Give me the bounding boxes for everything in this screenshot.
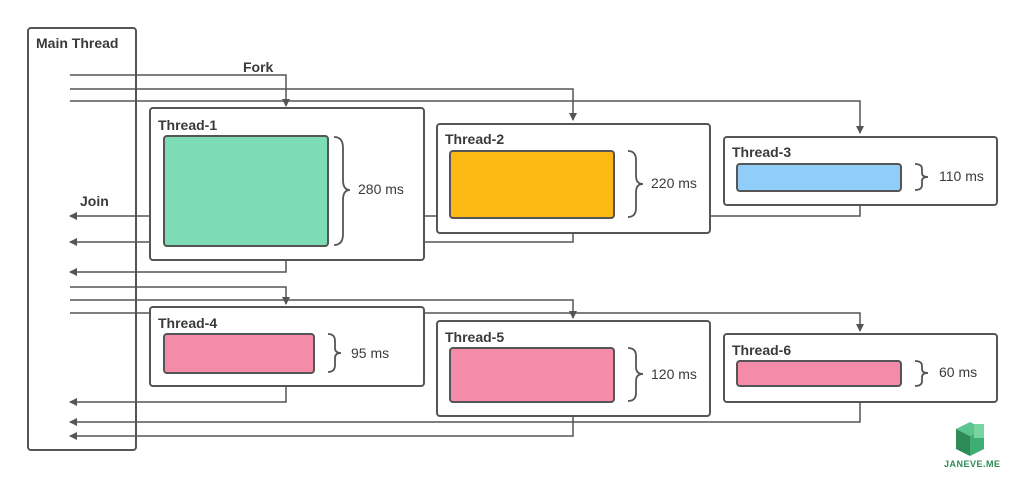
join-arrow-thread-4 bbox=[69, 386, 287, 406]
fork-arrow-thread-5 bbox=[70, 299, 577, 319]
fork-arrow-thread-4 bbox=[70, 286, 290, 305]
thread-4-label: Thread-4 bbox=[158, 315, 217, 331]
thread-1-box: Thread-1 280 ms bbox=[149, 107, 425, 261]
thread-1-brace bbox=[333, 136, 351, 246]
thread-2-brace bbox=[627, 150, 644, 218]
join-arrow-thread-6 bbox=[69, 403, 861, 426]
thread-5-duration: 120 ms bbox=[651, 366, 697, 382]
thread-3-label: Thread-3 bbox=[732, 144, 791, 160]
main-thread-label: Main Thread bbox=[36, 35, 118, 51]
thread-6-duration: 60 ms bbox=[939, 364, 977, 380]
thread-1-label: Thread-1 bbox=[158, 117, 217, 133]
thread-5-work-bar bbox=[449, 347, 615, 403]
thread-6-work-bar bbox=[736, 360, 902, 387]
logo-text: JANEVE.ME bbox=[944, 459, 1001, 469]
join-arrow-thread-5 bbox=[69, 416, 574, 440]
fork-arrow-thread-3 bbox=[70, 100, 864, 134]
cube-logo-icon bbox=[956, 422, 984, 456]
join-label: Join bbox=[80, 193, 109, 209]
thread-1-work-bar bbox=[163, 135, 329, 247]
thread-3-brace bbox=[914, 163, 929, 191]
thread-6-brace bbox=[914, 360, 929, 387]
join-arrow-thread-1 bbox=[69, 260, 287, 276]
join-connectors-bottom bbox=[69, 386, 861, 440]
thread-2-duration: 220 ms bbox=[651, 175, 697, 191]
fork-label: Fork bbox=[243, 59, 274, 75]
thread-1-duration: 280 ms bbox=[358, 181, 404, 197]
thread-4-work-bar bbox=[163, 333, 315, 374]
fork-arrow-thread-1 bbox=[70, 74, 290, 107]
thread-6-box: Thread-6 60 ms bbox=[723, 333, 998, 403]
thread-3-work-bar bbox=[736, 163, 902, 192]
thread-5-label: Thread-5 bbox=[445, 329, 504, 345]
thread-4-duration: 95 ms bbox=[351, 345, 389, 361]
janeve-logo: JANEVE.ME bbox=[944, 422, 1001, 469]
thread-4-brace bbox=[327, 333, 342, 373]
thread-3-duration: 110 ms bbox=[939, 168, 984, 184]
fork-connectors-top bbox=[70, 74, 864, 134]
thread-5-brace bbox=[627, 347, 644, 402]
thread-6-label: Thread-6 bbox=[732, 342, 791, 358]
thread-4-box: Thread-4 95 ms bbox=[149, 306, 425, 387]
thread-5-box: Thread-5 120 ms bbox=[436, 320, 711, 417]
fork-arrow-thread-2 bbox=[70, 88, 577, 121]
main-thread-box bbox=[27, 27, 137, 451]
thread-2-label: Thread-2 bbox=[445, 131, 504, 147]
thread-2-work-bar bbox=[449, 150, 615, 219]
thread-2-box: Thread-2 220 ms bbox=[436, 123, 711, 234]
thread-3-box: Thread-3 110 ms bbox=[723, 136, 998, 206]
